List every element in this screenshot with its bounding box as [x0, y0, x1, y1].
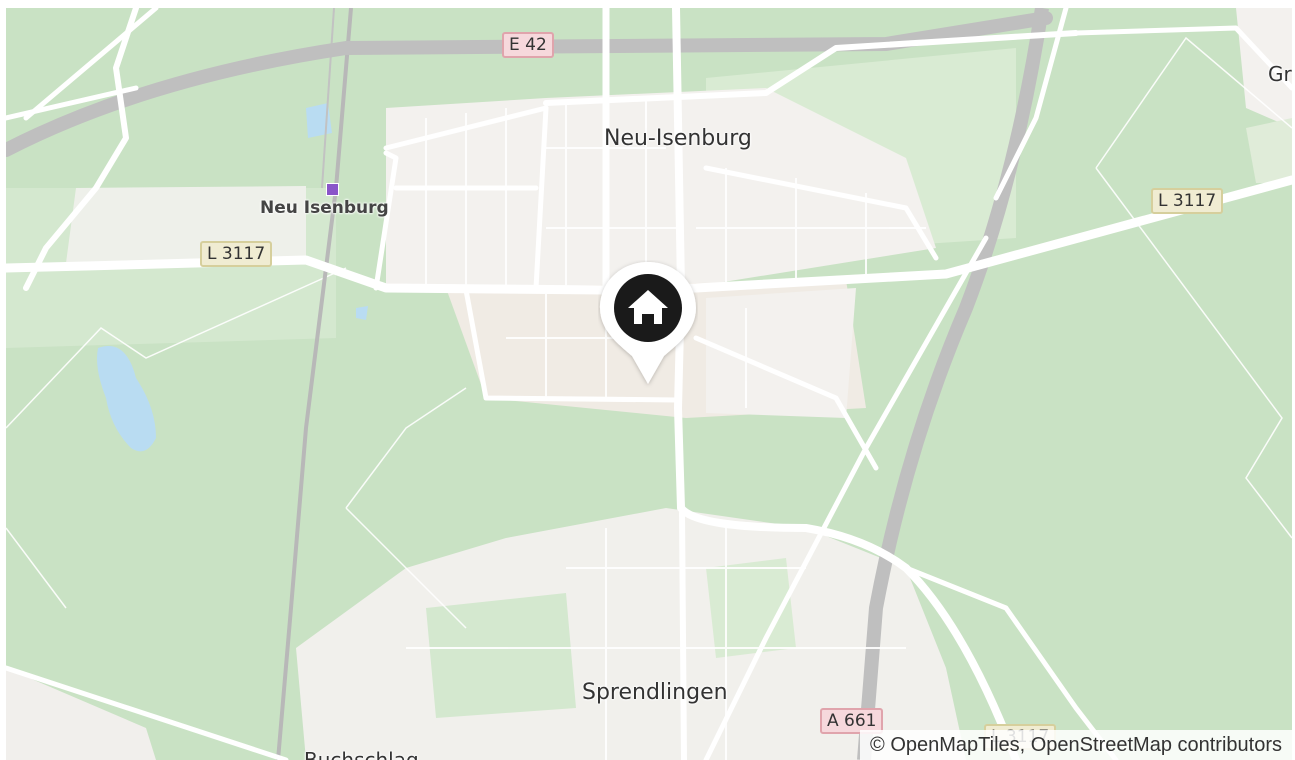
park-area: [706, 558, 796, 658]
road: [373, 150, 399, 291]
road: [463, 287, 681, 403]
road: [693, 335, 879, 471]
road-l3117: [6, 175, 1292, 295]
road: [23, 8, 139, 291]
place-label-neu-isenburg-station: Neu Isenburg: [260, 198, 389, 218]
urban-area: [6, 668, 156, 760]
motorway-e42: [6, 11, 1053, 157]
road: [703, 165, 939, 261]
railway-line: [321, 8, 335, 189]
forest-path: [345, 507, 467, 629]
road: [543, 30, 1079, 106]
urban-area: [386, 88, 936, 290]
home-location-marker[interactable]: [598, 260, 698, 388]
road: [23, 8, 159, 121]
place-label-neu-isenburg: Neu-Isenburg: [604, 126, 752, 151]
forest-path: [6, 267, 347, 429]
meadow-area: [1246, 118, 1292, 183]
forest-path: [345, 387, 467, 509]
road: [1073, 25, 1292, 91]
road-shield-l3117-west: L 3117: [200, 241, 273, 267]
main-road: [679, 510, 687, 760]
place-label-buchschlag: Buchschlag: [304, 748, 419, 760]
road-shield-a661: A 661: [820, 708, 884, 734]
train-station-icon: [326, 183, 339, 196]
map-canvas[interactable]: [6, 8, 1292, 760]
road-shield-l3117-east: L 3117: [1151, 188, 1224, 214]
main-road: [672, 8, 1020, 760]
lake: [97, 346, 156, 452]
road-shield-e42: E 42: [502, 32, 554, 58]
road: [6, 85, 139, 121]
place-label-sprendlingen: Sprendlingen: [582, 680, 728, 705]
place-label-edge: Gr: [1268, 62, 1292, 86]
urban-area: [706, 288, 856, 418]
forest-path: [1095, 36, 1292, 169]
road: [533, 105, 549, 291]
road: [993, 8, 1069, 201]
forest-path: [1095, 167, 1292, 539]
urban-area: [1236, 8, 1292, 128]
railway-line: [276, 8, 353, 760]
road: [6, 665, 289, 760]
pond: [356, 306, 368, 320]
map-viewport[interactable]: Neu-Isenburg Neu Isenburg Sprendlingen B…: [6, 8, 1292, 760]
map-attribution[interactable]: © OpenMapTiles, OpenStreetMap contributo…: [860, 730, 1292, 760]
motorway-a661: [857, 8, 1049, 760]
road: [703, 235, 989, 760]
home-icon: [628, 290, 668, 324]
park-area: [426, 593, 576, 718]
forest-path: [6, 527, 67, 609]
map-pin-icon[interactable]: [598, 260, 698, 388]
